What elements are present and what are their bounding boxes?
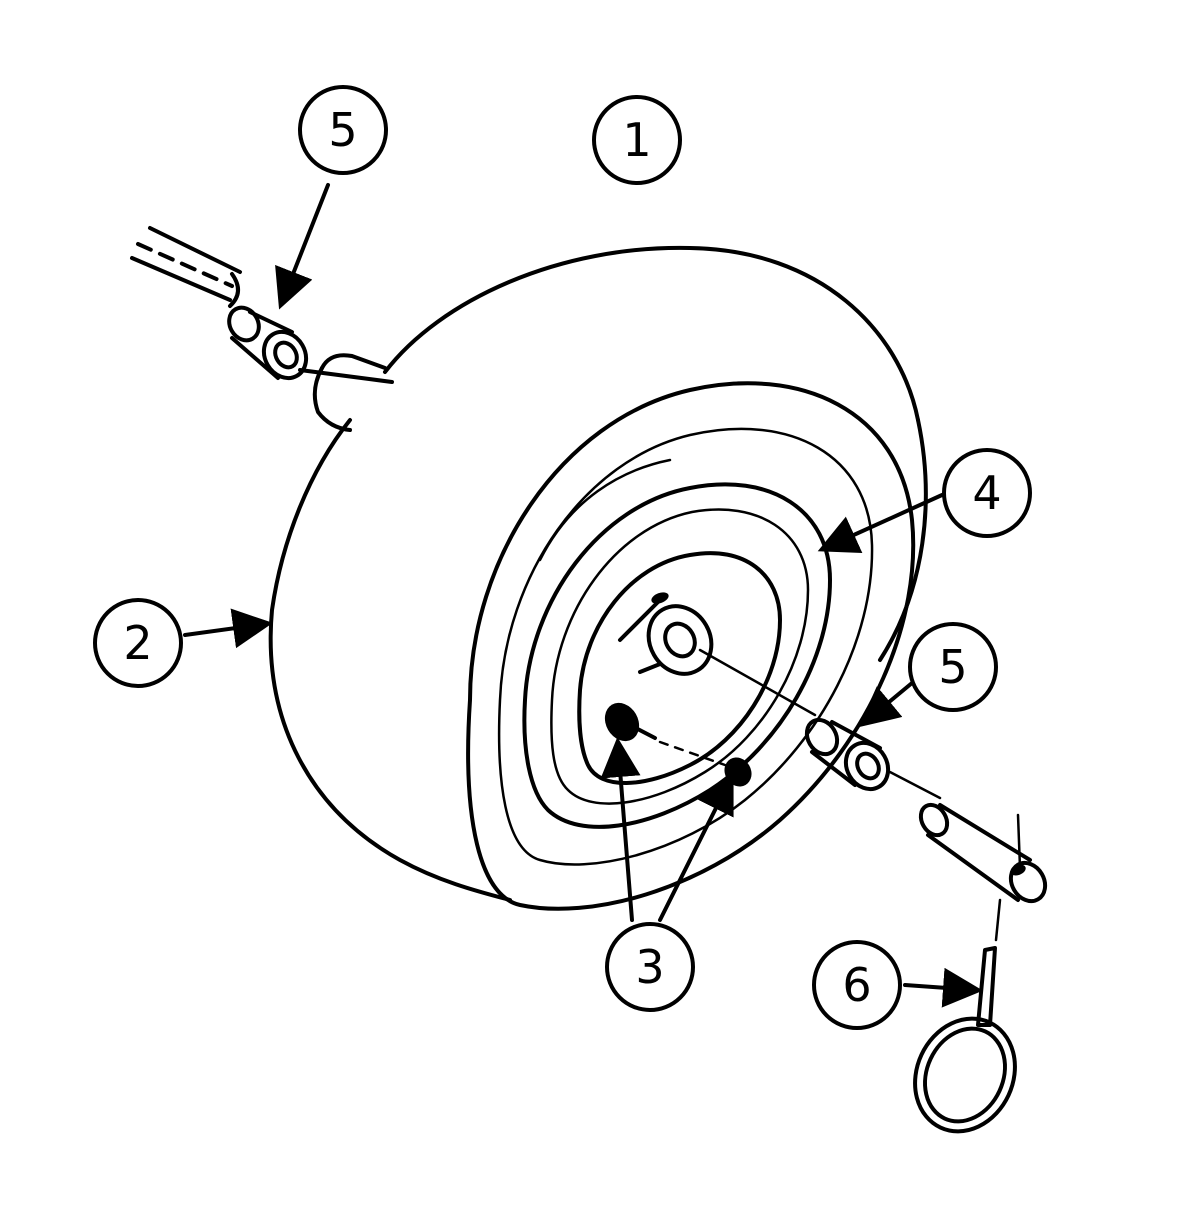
right-spacer-bushing <box>804 717 891 792</box>
leader-3b <box>658 772 734 922</box>
callout-4-label: 4 <box>972 466 1001 520</box>
leader-3a <box>600 737 641 922</box>
callout-5-right: 5 <box>908 622 998 712</box>
callout-2: 2 <box>93 598 183 688</box>
leader-5-left <box>275 183 330 310</box>
callout-5-right-label: 5 <box>938 640 967 694</box>
rim <box>522 482 832 829</box>
leader-6 <box>903 967 983 1008</box>
leader-4 <box>817 493 944 554</box>
hub <box>618 592 714 676</box>
callout-6: 6 <box>812 940 902 1030</box>
leader-2 <box>183 608 273 649</box>
tire <box>268 245 928 911</box>
left-hub-spindle <box>298 353 394 432</box>
callout-5-left: 5 <box>298 85 388 175</box>
right-axle-line <box>698 648 942 800</box>
hitch-pin <box>913 946 1017 1134</box>
callout-1-label: 1 <box>622 113 651 167</box>
callout-6-label: 6 <box>842 958 871 1012</box>
axle-pin <box>918 802 1048 942</box>
callout-2-label: 2 <box>123 616 152 670</box>
left-axle-shaft <box>130 226 242 308</box>
callout-1: 1 <box>592 95 682 185</box>
leader-5-right <box>858 681 914 728</box>
leader-lines <box>183 183 983 1008</box>
callout-4: 4 <box>942 448 1032 538</box>
callout-3: 3 <box>605 922 695 1012</box>
callout-5-left-label: 5 <box>328 103 357 157</box>
callout-3-label: 3 <box>635 940 664 994</box>
left-spacer-bushing <box>227 305 309 381</box>
